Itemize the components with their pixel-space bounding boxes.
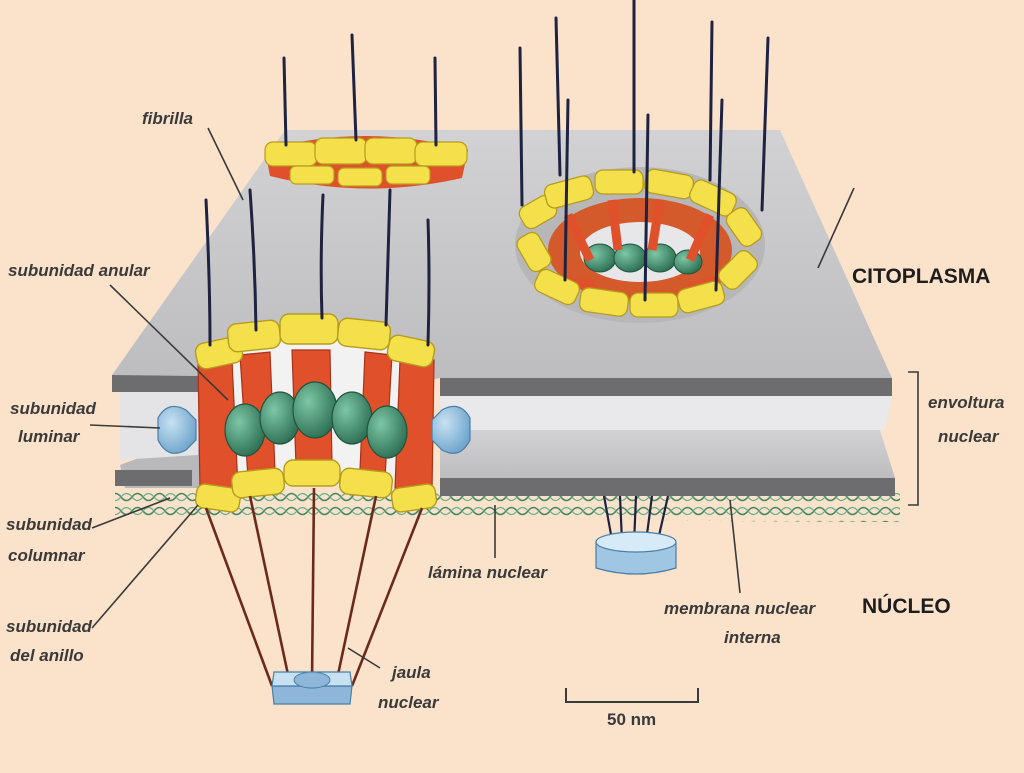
region-label-citoplasma: CITOPLASMA <box>852 265 991 288</box>
label-subunidad-anillo-line2: del anillo <box>10 646 84 665</box>
nuclear-lamina <box>115 488 900 522</box>
cytoplasmic-ring <box>194 313 436 370</box>
label-jaula-nuclear-line1: jaula <box>392 663 431 682</box>
back-pore-partial <box>264 136 468 189</box>
leader-lines <box>89 127 919 669</box>
scale-bar-label: 50 nm <box>607 710 657 729</box>
label-lamina-nuclear: lámina nuclear <box>428 563 548 582</box>
central-plug <box>224 381 408 459</box>
label-membrana-nuclear-interna-line2: interna <box>724 628 781 647</box>
label-jaula-nuclear-line2: nuclear <box>378 693 439 712</box>
label-subunidad-anillo-line1: subunidad <box>6 617 92 636</box>
label-envoltura-nuclear-line2: nuclear <box>938 427 999 446</box>
label-envoltura-nuclear-line1: envoltura <box>928 393 1005 412</box>
label-fibrilla: fibrilla <box>142 109 194 128</box>
nuclear-basket <box>204 487 424 705</box>
top-view-pore <box>515 167 765 323</box>
label-subunidad-columnar-line1: subunidad <box>6 515 92 534</box>
cytoplasmic-fibrils <box>204 0 770 347</box>
region-label-nucleo: NÚCLEO <box>862 595 951 618</box>
luminal-subunits <box>157 405 471 454</box>
label-subunidad-luminar-line1: subunidad <box>10 399 96 418</box>
label-subunidad-luminar-line2: luminar <box>18 427 80 446</box>
label-subunidad-columnar-line2: columnar <box>8 546 85 565</box>
scale-bar <box>565 688 699 703</box>
nucleoplasmic-ring <box>194 459 438 513</box>
label-membrana-nuclear-interna-line1: membrana nuclear <box>664 599 816 618</box>
cross-section-pore <box>157 313 471 513</box>
nuclear-basket-secondary <box>595 495 677 575</box>
label-subunidad-anular: subunidad anular <box>8 261 150 280</box>
